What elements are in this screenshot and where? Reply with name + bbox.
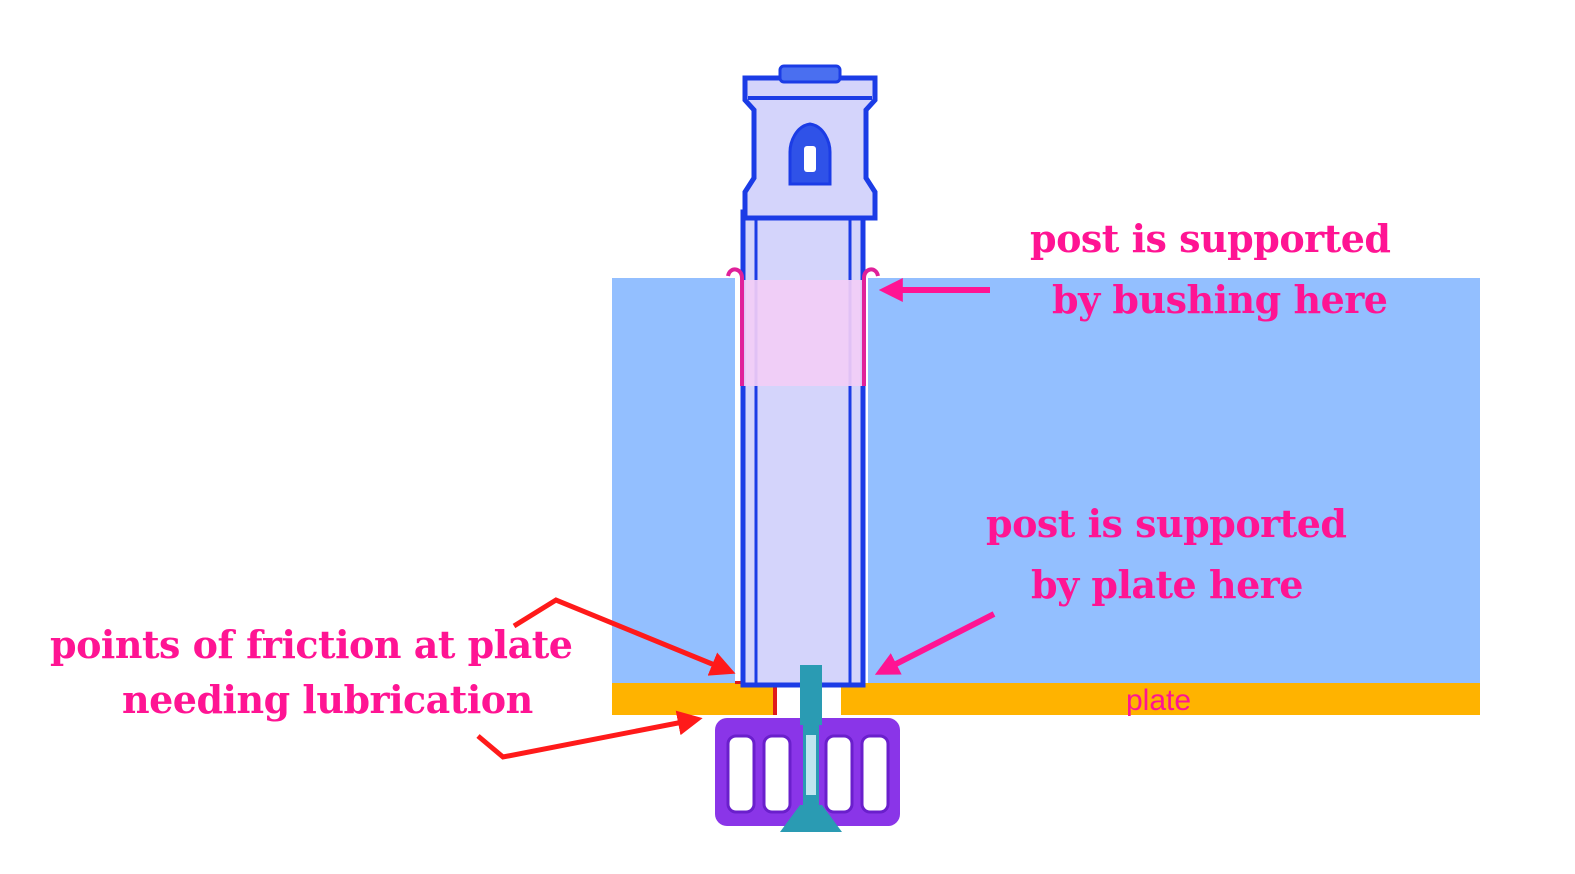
plate [612,683,1480,715]
bushing-left-lip [726,267,744,386]
plate-label: plate [1126,684,1191,717]
bushing [742,280,864,386]
plate-hole-edge-left [773,683,777,715]
plate-support-label-line1: post is supported [986,501,1346,546]
friction-label-line2: needing lubrication [122,677,533,722]
friction-arrow-upper-icon [512,597,736,676]
bushing-right-lip [862,267,880,386]
bushing-support-label-line2: by bushing here [1052,277,1387,322]
friction-arrow-lower-icon [476,710,703,760]
plate-support-label-line2: by plate here [1031,562,1303,607]
friction-label-line1: points of friction at plate [50,622,572,667]
plate-support-arrow-icon [874,611,996,675]
screw [780,665,842,832]
post-cap [778,64,842,84]
lock-icon [788,122,832,186]
bushing-support-label-line1: post is supported [1030,216,1390,261]
